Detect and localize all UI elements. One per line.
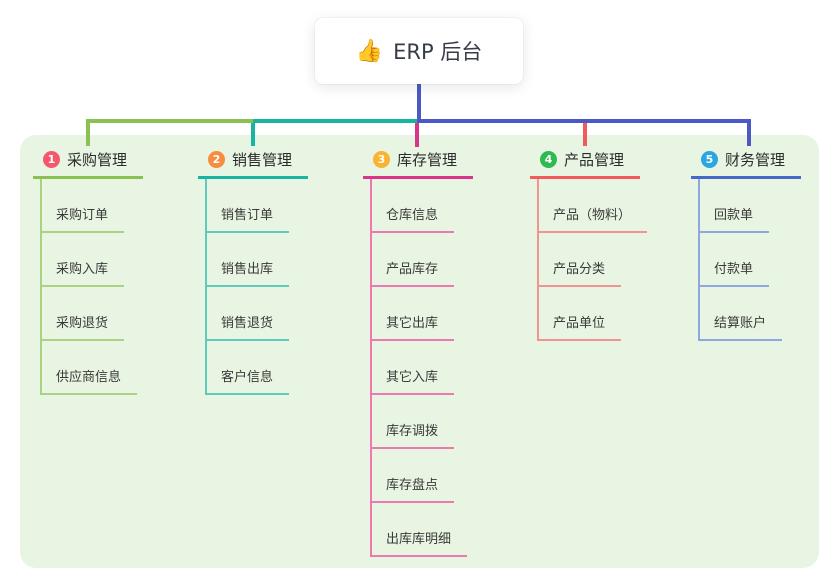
branch-title: 采购管理 [67, 151, 128, 169]
node-sales-order[interactable]: 销售订单 [207, 179, 290, 233]
node-receipt-bill[interactable]: 回款单 [700, 179, 770, 233]
node-customer-info[interactable]: 客户信息 [207, 341, 290, 395]
branch-children-finance: 回款单 付款单 结算账户 [698, 179, 801, 341]
connector-drop-branch3 [415, 123, 419, 147]
branch-title: 财务管理 [725, 151, 786, 169]
node-product-category[interactable]: 产品分类 [539, 233, 622, 287]
branches-panel-background [20, 135, 819, 568]
node-product-material[interactable]: 产品（物料） [539, 179, 648, 233]
connector-horizontal-blue [417, 119, 751, 123]
node-other-inbound[interactable]: 其它入库 [372, 341, 455, 395]
branch-header-inventory[interactable]: 3 库存管理 [363, 143, 474, 179]
node-outbound-detail[interactable]: 出库库明细 [372, 503, 468, 557]
connector-drop-branch2 [251, 123, 255, 146]
connector-horizontal-teal [253, 119, 417, 123]
badge-number-4: 4 [540, 151, 557, 168]
connector-root-stem [417, 84, 421, 121]
badge-number-1: 1 [43, 151, 60, 168]
node-purchase-return[interactable]: 采购退货 [42, 287, 125, 341]
connector-drop-branch1 [86, 123, 90, 146]
branch-title: 产品管理 [564, 151, 625, 169]
node-warehouse-info[interactable]: 仓库信息 [372, 179, 455, 233]
branch-title: 库存管理 [397, 151, 458, 169]
node-purchase-inbound[interactable]: 采购入库 [42, 233, 125, 287]
thumbs-up-icon: 👍 [355, 38, 384, 64]
branch-children-inventory: 仓库信息 产品库存 其它出库 其它入库 库存调拨 库存盘点 出库库明细 [370, 179, 473, 557]
connector-drop-branch5 [747, 123, 751, 146]
node-settlement-account[interactable]: 结算账户 [700, 287, 783, 341]
branch-children-purchase: 采购订单 采购入库 采购退货 供应商信息 [40, 179, 143, 395]
node-other-outbound[interactable]: 其它出库 [372, 287, 455, 341]
branch-header-sales[interactable]: 2 销售管理 [198, 143, 309, 179]
node-payment-bill[interactable]: 付款单 [700, 233, 770, 287]
node-purchase-order[interactable]: 采购订单 [42, 179, 125, 233]
node-sales-return[interactable]: 销售退货 [207, 287, 290, 341]
root-node[interactable]: 👍 ERP 后台 [315, 18, 523, 84]
connector-horizontal-green [86, 119, 253, 123]
branch-title: 销售管理 [232, 151, 293, 169]
branch-header-product[interactable]: 4 产品管理 [530, 143, 641, 179]
node-stock-count[interactable]: 库存盘点 [372, 449, 455, 503]
node-product-unit[interactable]: 产品单位 [539, 287, 622, 341]
badge-number-3: 3 [373, 151, 390, 168]
badge-number-5: 5 [701, 151, 718, 168]
branch-header-finance[interactable]: 5 财务管理 [691, 143, 802, 179]
node-product-stock[interactable]: 产品库存 [372, 233, 455, 287]
badge-number-2: 2 [208, 151, 225, 168]
node-supplier-info[interactable]: 供应商信息 [42, 341, 138, 395]
root-title: ERP 后台 [393, 40, 483, 64]
connector-drop-branch4 [583, 123, 587, 146]
branch-header-purchase[interactable]: 1 采购管理 [33, 143, 144, 179]
branch-children-sales: 销售订单 销售出库 销售退货 客户信息 [205, 179, 308, 395]
branch-children-product: 产品（物料） 产品分类 产品单位 [537, 179, 648, 341]
node-stock-transfer[interactable]: 库存调拨 [372, 395, 455, 449]
node-sales-outbound[interactable]: 销售出库 [207, 233, 290, 287]
